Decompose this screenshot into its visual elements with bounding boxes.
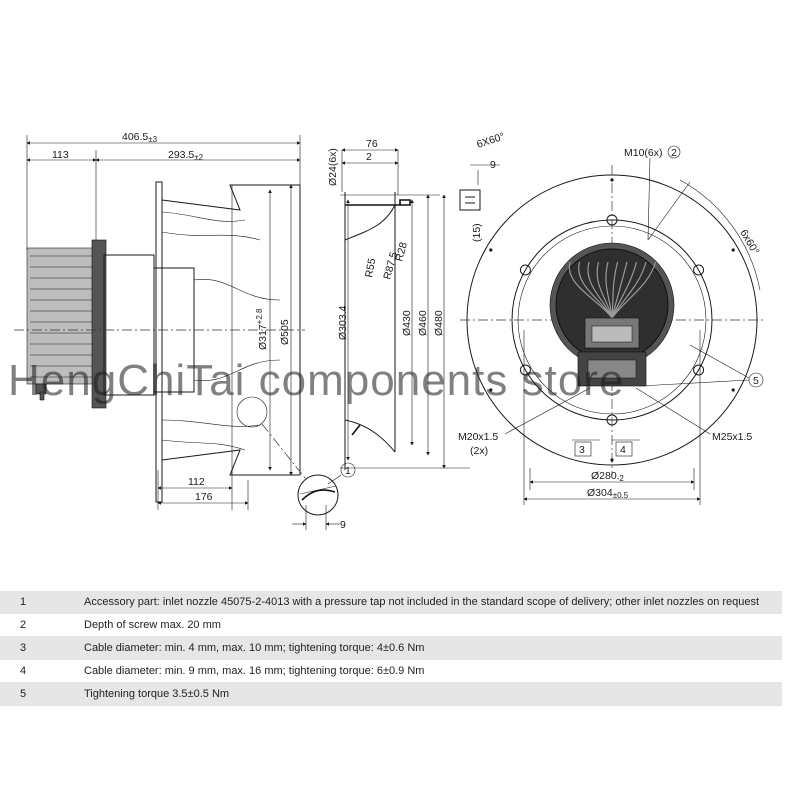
technical-drawing: 1 406.5±3 113 293.5±2 Ø317+2.8 Ø505 112 … (8, 131, 765, 531)
dim-76: 76 (366, 138, 378, 150)
callout-4: 4 (620, 444, 626, 456)
dim-112: 112 (188, 476, 205, 488)
callout-5: 5 (753, 375, 759, 387)
section-view: 76 2 Ø24(6x) R28 R87.5 R55 Ø303.4 Ø430 Ø… (327, 138, 470, 470)
note-number: 2 (20, 619, 27, 631)
dia-303: Ø303.4 (337, 305, 349, 340)
callout-3: 3 (579, 444, 585, 456)
callout-1: 1 (345, 465, 351, 477)
watermark: HengChiTai components store (8, 356, 624, 405)
radius-28: R28 (393, 241, 410, 263)
dim-113: 113 (52, 149, 69, 161)
motor-face (549, 242, 675, 387)
note-number: 5 (20, 688, 27, 700)
chamfer-label: 6X60° (475, 131, 506, 151)
m20-count: (2x) (470, 445, 488, 457)
notes-row: 1 Accessory part: inlet nozzle 45075-2-40… (0, 591, 782, 614)
detail-dim-15: (15) (471, 223, 483, 242)
dim-bolt-dia: Ø24(6x) (327, 148, 339, 186)
dia-280: Ø280-2 (591, 470, 624, 483)
note-text: Cable diameter: min. 4 mm, max. 10 mm; t… (84, 642, 425, 654)
dim-176: 176 (195, 491, 213, 503)
m20-label: M20x1.5 (458, 431, 498, 443)
note-number: 3 (20, 642, 27, 654)
notes-row: 2 Depth of screw max. 20 mm (0, 614, 782, 637)
dim-dia-317: Ø317+2.8 (255, 308, 269, 350)
m25-label: M25x1.5 (712, 431, 752, 443)
dia-304: Ø304±0.5 (587, 487, 629, 500)
radius-87: R87.5 (381, 250, 400, 280)
note-text: Depth of screw max. 20 mm (84, 619, 221, 631)
radius-55: R55 (363, 257, 378, 278)
dia-460: Ø460 (417, 310, 429, 336)
note-text: Tightening torque 3.5±0.5 Nm (84, 688, 230, 700)
notes-table: 1 Accessory part: inlet nozzle 45075-2-40… (0, 591, 782, 706)
dim-9-side: 9 (340, 519, 346, 531)
notes-row: 3 Cable diameter: min. 4 mm, max. 10 mm; … (0, 636, 782, 660)
dim-2: 2 (366, 151, 372, 163)
dim-293: 293.5±2 (168, 149, 204, 162)
callout-2: 2 (671, 147, 677, 159)
dim-dia-505: Ø505 (279, 319, 291, 345)
angle-label: 6x60° (737, 228, 761, 257)
dim-overall: 406.5±3 (122, 131, 158, 144)
dia-430: Ø430 (401, 310, 413, 336)
note-number: 4 (20, 665, 27, 677)
notes-row: 4 Cable diameter: min. 9 mm, max. 16 mm; … (0, 660, 782, 683)
note-text: Accessory part: inlet nozzle 45075-2-401… (84, 596, 760, 608)
notes-row: 5 Tightening torque 3.5±0.5 Nm (0, 682, 782, 706)
side-view: 1 406.5±3 113 293.5±2 Ø317+2.8 Ø505 112 … (14, 131, 356, 531)
note-number: 1 (20, 596, 27, 608)
note-text: Cable diameter: min. 9 mm, max. 16 mm; t… (84, 665, 425, 677)
detail-dim-9: 9 (490, 159, 496, 171)
m10-label: M10(6x) (624, 147, 663, 159)
motor-body (26, 239, 155, 409)
dia-480: Ø480 (433, 310, 445, 336)
front-view: M10(6x) 2 6x60° 5 M20x1.5 (2x) M25x1.5 3… (458, 145, 765, 505)
detail-view: 6X60° 9 (15) (459, 131, 506, 242)
